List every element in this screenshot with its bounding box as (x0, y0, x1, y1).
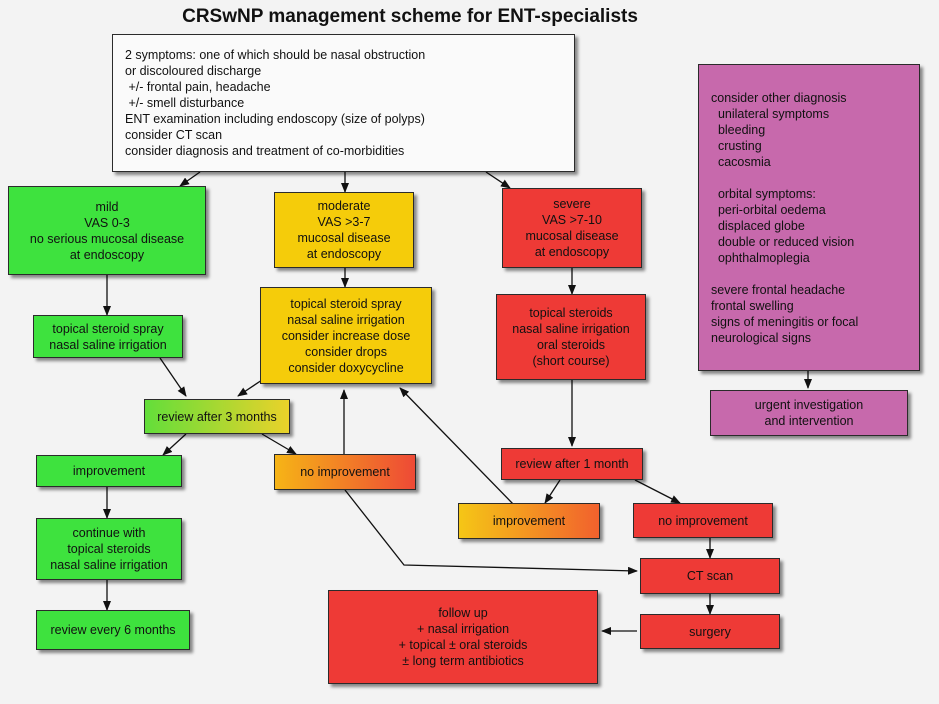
moderate-line: mucosal disease (297, 231, 391, 245)
moderate-box: moderate VAS >3-7 mucosal disease at end… (274, 192, 414, 268)
arrow-no-improvement-to-ct (344, 489, 638, 575)
arrow-review1-to-improvement (544, 479, 561, 504)
no-improvement-mid-box: no improvement (274, 454, 416, 490)
follow-up-line: follow up (438, 606, 488, 620)
no-improvement-mid-label: no improvement (300, 465, 390, 479)
review-3-months-label: review after 3 months (157, 409, 277, 424)
other-diagnosis-line: orbital symptoms: (711, 186, 816, 201)
urgent-investigation-box: urgent investigation and intervention (710, 390, 908, 436)
follow-up-line: + topical ± oral steroids (398, 638, 528, 652)
severe-line: severe (553, 197, 591, 211)
other-diagnosis-box: consider other diagnosis unilateral symp… (698, 64, 920, 371)
other-diagnosis-line: neurological signs (711, 330, 812, 345)
symptoms-line: ENT examination including endoscopy (siz… (125, 112, 425, 126)
mild-box: mild VAS 0-3 no serious mucosal disease … (8, 186, 206, 275)
moderate-treatment-line: consider drops (305, 344, 387, 359)
other-diagnosis-line (711, 170, 919, 186)
improvement-left-box: improvement (36, 455, 182, 487)
severe-box: severe VAS >7-10 mucosal disease at endo… (502, 188, 642, 268)
urgent-line: urgent investigation (754, 398, 864, 412)
continue-with-box: continue with topical steroids nasal sal… (36, 518, 182, 580)
no-improvement-right-label: no improvement (658, 513, 748, 528)
other-diagnosis-line: frontal swelling (711, 298, 794, 313)
other-diagnosis-line: double or reduced vision (711, 234, 855, 249)
mild-treatment-line: nasal saline irrigation (49, 337, 167, 352)
moderate-line: at endoscopy (306, 247, 382, 261)
other-diagnosis-line: peri-orbital oedema (711, 202, 826, 217)
mild-line: at endoscopy (69, 247, 145, 262)
severe-treatment-line: oral steroids (536, 338, 606, 352)
moderate-treatment-box: topical steroid spray nasal saline irrig… (260, 287, 432, 384)
arrow-review1-to-no-improvement (634, 479, 681, 504)
improvement-right-label: improvement (492, 514, 566, 528)
symptoms-line: 2 symptoms: one of which should be nasal… (125, 48, 426, 62)
severe-treatment-box: topical steroids nasal saline irrigation… (496, 294, 646, 380)
improvement-right-box: improvement (458, 503, 600, 539)
other-diagnosis-line: consider other diagnosis (711, 90, 847, 105)
urgent-line: and intervention (764, 414, 854, 428)
severe-treatment-line: topical steroids (529, 306, 613, 320)
arrow-symptoms-to-mild (179, 171, 201, 187)
arrow-mild-treatment-to-review (159, 357, 187, 397)
moderate-treatment-line: nasal saline irrigation (287, 312, 405, 327)
severe-treatment-line: nasal saline irrigation (512, 322, 630, 336)
mild-treatment-line: topical steroid spray (52, 321, 164, 336)
improvement-left-label: improvement (72, 464, 146, 478)
continue-with-line: continue with (72, 526, 146, 540)
ct-scan-box: CT scan (640, 558, 780, 594)
continue-with-line: nasal saline irrigation (50, 558, 168, 572)
review-6-months-label: review every 6 months (50, 623, 176, 637)
severe-line: VAS >7-10 (542, 213, 602, 227)
other-diagnosis-line: displaced globe (711, 218, 805, 233)
moderate-treatment-line: consider doxycycline (288, 360, 404, 375)
other-diagnosis-line: unilateral symptoms (711, 106, 830, 121)
mild-line: VAS 0-3 (84, 215, 130, 230)
mild-treatment-box: topical steroid spray nasal saline irrig… (33, 315, 183, 358)
arrow-improvement-right-to-moderate (399, 387, 515, 506)
diagram-title: CRSwNP management scheme for ENT-special… (182, 6, 638, 27)
arrow-moderate-treatment-to-review (237, 379, 263, 397)
arrow-symptoms-to-severe (485, 171, 511, 189)
other-diagnosis-line: signs of meningitis or focal (711, 314, 859, 329)
follow-up-line: + nasal irrigation (416, 622, 510, 636)
other-diagnosis-line (711, 266, 919, 282)
review-1-month-box: review after 1 month (501, 448, 643, 480)
moderate-treatment-line: consider increase dose (281, 328, 411, 343)
ct-scan-label: CT scan (686, 569, 734, 583)
other-diagnosis-line: severe frontal headache (711, 282, 846, 297)
review-6-months-box: review every 6 months (36, 610, 190, 650)
symptoms-line: or discoloured discharge (125, 64, 262, 78)
review-3-months-box: review after 3 months (144, 399, 290, 434)
review-1-month-label: review after 1 month (515, 457, 629, 471)
continue-with-line: topical steroids (67, 542, 151, 556)
moderate-line: VAS >3-7 (317, 215, 371, 229)
other-diagnosis-line: cacosmia (711, 154, 771, 169)
arrow-review-to-improvement (162, 433, 187, 456)
arrow-review-to-no-improvement (261, 433, 297, 455)
follow-up-box: follow up + nasal irrigation + topical ±… (328, 590, 598, 684)
surgery-label: surgery (689, 624, 731, 639)
other-diagnosis-line: crusting (711, 138, 762, 153)
moderate-treatment-line: topical steroid spray (290, 296, 402, 311)
severe-line: mucosal disease (525, 229, 619, 243)
mild-line: mild (95, 199, 119, 214)
other-diagnosis-line: ophthalmoplegia (711, 250, 810, 265)
moderate-line: moderate (317, 199, 371, 213)
symptoms-line: consider diagnosis and treatment of co-m… (125, 144, 405, 158)
mild-line: no serious mucosal disease (29, 231, 185, 246)
other-diagnosis-line: bleeding (711, 122, 766, 137)
symptoms-line: +/- smell disturbance (125, 96, 245, 110)
surgery-box: surgery (640, 614, 780, 649)
symptoms-box: 2 symptoms: one of which should be nasal… (112, 34, 575, 172)
severe-treatment-line: (short course) (532, 354, 610, 368)
no-improvement-right-box: no improvement (633, 503, 773, 538)
follow-up-line: ± long term antibiotics (402, 654, 524, 668)
symptoms-line: consider CT scan (125, 128, 223, 142)
symptoms-line: +/- frontal pain, headache (125, 80, 271, 94)
severe-line: at endoscopy (534, 245, 610, 259)
